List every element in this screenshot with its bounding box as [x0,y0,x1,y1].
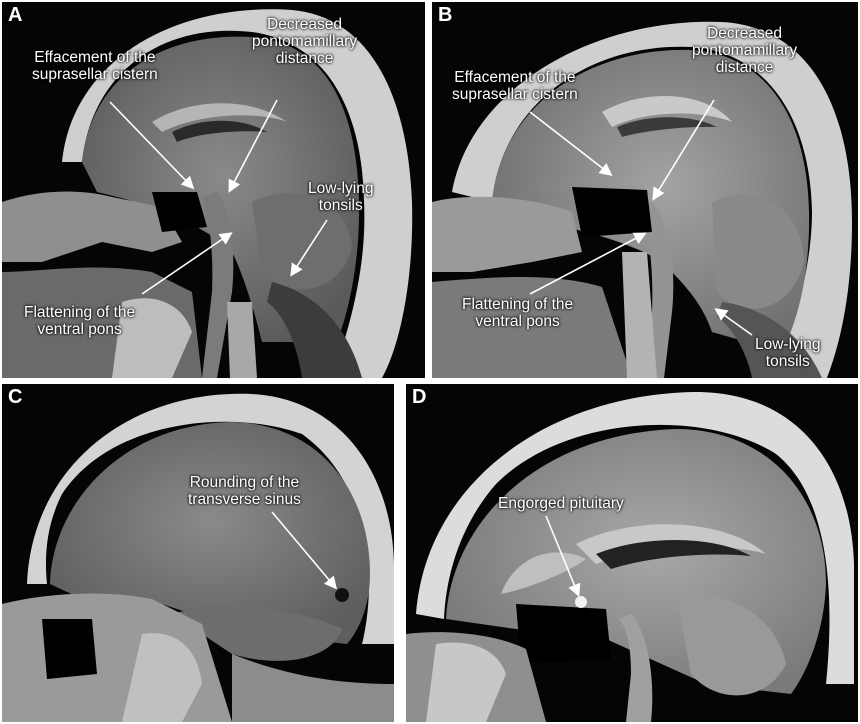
panel-label-c: C [8,386,23,408]
panel-a: A Effacement of the suprasellar cistern … [2,2,425,378]
annotation-pontomamillary-distance: Decreased pontomamillary distance [252,16,358,67]
panel-label-d: D [412,386,427,408]
annotation-pontomamillary-distance: Decreased pontomamillary distance [692,25,798,76]
panel-label-a: A [8,4,23,26]
panel-d: D Engorged pituitary [406,384,858,722]
annotation-arrows-d [545,515,581,597]
annotation-engorged-pituitary: Engorged pituitary [498,495,624,512]
annotation-flattening-ventral-pons: Flattening of the ventral pons [24,304,136,338]
annotation-suprasellar-cistern: Effacement of the suprasellar cistern [452,69,578,103]
mri-sagittal-image-a [2,2,425,378]
annotation-arrows-c [271,511,338,590]
panel-c: C Rounding of the transverse sinus [2,384,394,722]
annotation-flattening-ventral-pons: Flattening of the ventral pons [462,296,574,330]
mri-sagittal-image-b [432,2,858,378]
panel-label-b: B [438,4,453,26]
annotation-low-lying-tonsils: Low-lying tonsils [755,336,821,370]
panel-b: B Effacement of the suprasellar cistern … [432,2,858,378]
annotation-arrows-a [109,99,328,295]
annotation-arrows-b [529,99,753,336]
annotation-rounding-transverse-sinus: Rounding of the transverse sinus [188,474,301,508]
annotation-suprasellar-cistern: Effacement of the suprasellar cistern [32,49,158,83]
mri-sagittal-image-d [406,384,858,722]
annotation-low-lying-tonsils: Low-lying tonsils [308,180,374,214]
mri-sagittal-image-c [2,384,394,722]
